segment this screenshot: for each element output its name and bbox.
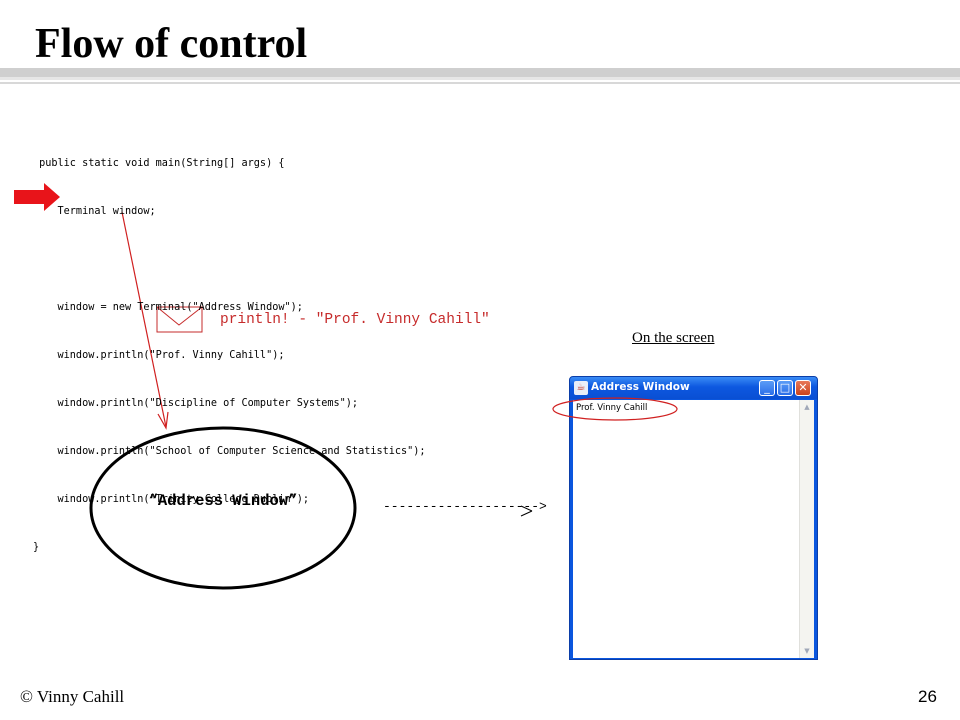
slide-title: Flow of control <box>35 21 308 67</box>
envelope-icon <box>156 306 203 333</box>
call-line <box>121 211 167 428</box>
code-line: window = new Terminal("Address Window"); <box>33 302 303 313</box>
title-rule-bar <box>0 68 960 77</box>
dashed-arrow: --------------------> <box>383 499 547 514</box>
call-line-arrowhead <box>157 411 169 430</box>
footer-copyright: © Vinny Cahill <box>20 687 125 706</box>
code-block: public static void main(String[] args) {… <box>33 124 426 572</box>
window-output-line: Prof. Vinny Cahill <box>576 403 648 413</box>
object-label: “Address Window” <box>148 492 298 510</box>
window-titlebar[interactable]: ☕ Address Window _ □ ✕ <box>570 377 817 399</box>
java-icon: ☕ <box>574 381 588 395</box>
window-title: Address Window <box>591 381 690 393</box>
message-label: println! - "Prof. Vinny Cahill" <box>220 312 490 328</box>
dashed-arrow-head-bottom <box>520 510 533 517</box>
pointer-arrow-icon <box>14 183 60 211</box>
screen-label: On the screen <box>632 330 715 346</box>
scroll-up-icon[interactable]: ▲ <box>804 403 810 411</box>
object-ellipse <box>89 426 357 590</box>
address-window: ☕ Address Window _ □ ✕ Prof. Vinny Cahil… <box>569 376 818 660</box>
dashed-arrow-head-top <box>520 505 533 512</box>
code-line: public static void main(String[] args) { <box>33 158 285 169</box>
close-button[interactable]: ✕ <box>795 380 811 396</box>
title-rule-line <box>0 82 960 84</box>
code-line: window.println("School of Computer Scien… <box>33 446 426 457</box>
code-line: window.println("Discipline of Computer S… <box>33 398 359 409</box>
code-line <box>33 252 426 268</box>
title-rule-thin <box>0 77 960 80</box>
window-content[interactable]: Prof. Vinny Cahill ▲ ▼ <box>573 400 814 658</box>
code-line: window.println("Trinity College Dublin")… <box>33 494 310 505</box>
vertical-scrollbar[interactable]: ▲ ▼ <box>799 400 814 658</box>
code-line: window.println("Prof. Vinny Cahill"); <box>33 350 285 361</box>
page-number: 26 <box>918 687 937 706</box>
scroll-down-icon[interactable]: ▼ <box>804 647 810 655</box>
minimize-button[interactable]: _ <box>759 380 775 396</box>
code-line: } <box>33 542 40 553</box>
maximize-button[interactable]: □ <box>777 380 793 396</box>
code-line: Terminal window; <box>33 206 156 217</box>
